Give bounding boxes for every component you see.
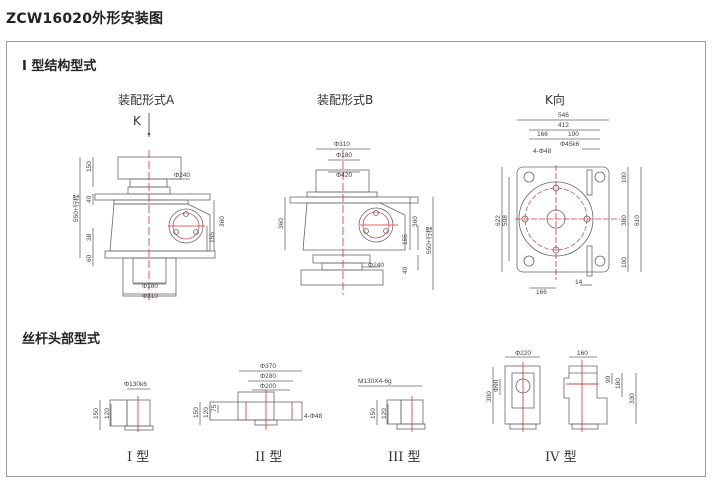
head-type-1-drawing [99, 388, 154, 432]
dim-t1-dia: Φ130k6 [124, 381, 147, 388]
view-b-drawing [284, 148, 434, 295]
dim-t2-d280: Φ280 [260, 373, 276, 380]
drawing-frame [6, 41, 706, 477]
dim-k-h508: 508 [502, 215, 509, 226]
dim-b-h155: 155 [402, 234, 409, 245]
dim-b-h360l: 360 [278, 218, 285, 229]
dim-a-top-dia: Φ240 [174, 172, 190, 179]
section-title-structure: I 型结构型式 [22, 59, 97, 74]
dim-b-h40: 40 [402, 266, 409, 274]
dim-t2-d370: Φ370 [260, 363, 276, 370]
dim-k-w412: 412 [558, 122, 569, 129]
dim-t4-d220: Φ220 [515, 350, 531, 357]
view-label-k: K向 [545, 93, 565, 107]
view-label-a: 装配形式A [118, 93, 175, 107]
dim-t3-h120: 120 [381, 408, 388, 419]
dim-b-dia240: Φ240 [368, 262, 384, 269]
dim-b-dia310: Φ310 [334, 141, 350, 148]
dim-a-bot-dia1: Φ180 [142, 283, 158, 290]
dim-a-h150: 150 [86, 161, 93, 172]
dim-a-h155: 155 [209, 232, 216, 243]
dim-k-h622: 622 [495, 215, 502, 226]
dim-k-shaft: Φ45k6 [560, 141, 580, 148]
head-type-3-drawing [358, 385, 426, 432]
dim-t2-d200: Φ200 [260, 383, 276, 390]
dim-a-h-total: 550+行程 [71, 194, 80, 222]
dim-t4-h330: 330 [629, 393, 636, 404]
dim-t4-h90: 90 [605, 375, 612, 383]
view-k-drawing [501, 119, 642, 289]
type-label-4: IV 型 [545, 450, 577, 465]
dim-a-bot-dia2: Φ310 [142, 293, 158, 300]
dim-a-h40: 40 [86, 195, 93, 203]
dim-b-dia180: Φ180 [336, 152, 352, 159]
dim-k-h610: 610 [634, 215, 641, 226]
dim-k-h100t: 100 [621, 172, 628, 183]
dim-b-dia420: Φ420 [336, 172, 352, 179]
dim-k-h100b: 100 [621, 257, 628, 268]
dim-k-h380: 380 [621, 215, 628, 226]
dim-t2-h120: 120 [203, 407, 210, 418]
dim-t4-h180: 180 [615, 378, 622, 389]
dim-t4-h300: 300 [486, 391, 493, 402]
dim-b-h360r: 360 [412, 216, 419, 227]
view-a-drawing [79, 113, 216, 300]
type-label-2: II 型 [255, 450, 283, 465]
dim-t1-h120: 120 [104, 408, 111, 419]
dim-t3-h150: 150 [370, 408, 377, 419]
k-direction-label: K [133, 114, 141, 128]
dim-k-w546: 546 [558, 112, 569, 119]
dim-t2-h150: 150 [193, 407, 200, 418]
dim-t4-d90: Φ90 [493, 379, 500, 392]
dim-t3-thread: M130X4-6g [358, 378, 392, 385]
section-title-heads: 丝杆头部型式 [22, 332, 101, 347]
type-label-3: III 型 [388, 450, 421, 465]
dim-k-w14: 14 [575, 279, 583, 286]
dim-k-w166b: 166 [536, 289, 547, 296]
dim-t1-h150: 150 [93, 408, 100, 419]
head-type-4-drawing [492, 356, 637, 432]
dim-t2-h75: 75 [211, 404, 218, 412]
dim-k-w190: 190 [568, 131, 579, 138]
dim-a-h60: 60 [86, 254, 93, 262]
dim-a-h38: 38 [86, 233, 93, 241]
head-type-2-drawing [199, 370, 303, 430]
dim-b-h-total: 550+行程 [424, 226, 433, 254]
dim-k-w166: 166 [537, 131, 548, 138]
dim-t4-w160: 160 [577, 350, 588, 357]
type-label-1: I 型 [127, 450, 150, 465]
view-label-b: 装配形式B [317, 93, 374, 107]
page-title: ZCW16020外形安装图 [6, 11, 164, 27]
dim-a-h360: 360 [219, 216, 226, 227]
dim-t2-holes: 4-Φ48 [304, 413, 323, 420]
dim-k-holes: 4-Φ48 [533, 148, 552, 155]
